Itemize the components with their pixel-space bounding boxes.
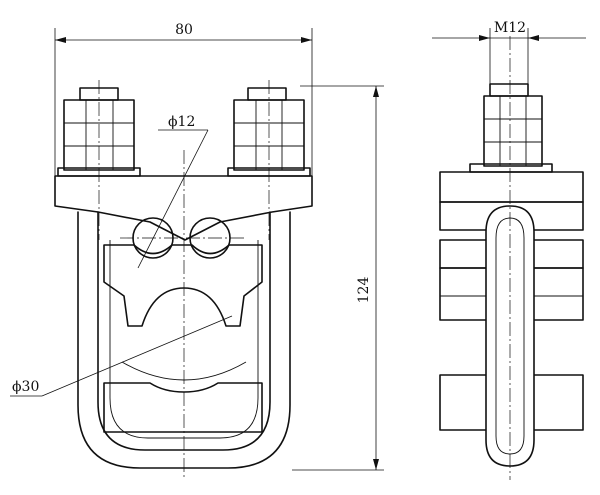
thread-dimension: M12 [432,20,586,86]
height-dimension: 124 [292,85,384,471]
side-nut [469,83,553,173]
front-view [54,80,313,478]
width-dimension: 80 [54,22,313,180]
middle-saddle [103,244,263,327]
top-clamp-plate [54,175,313,241]
side-view [439,36,584,480]
height-label: 124 [356,277,372,304]
slot-diameter-dimension: ϕ30 [10,315,233,397]
hole-diameter-dimension: ϕ12 [137,114,209,269]
hole-diameter-label: ϕ12 [168,114,195,130]
width-label: 80 [175,22,193,38]
bottom-block [103,361,263,433]
slot-diameter-label: ϕ30 [12,379,39,395]
thread-label: M12 [494,20,526,36]
